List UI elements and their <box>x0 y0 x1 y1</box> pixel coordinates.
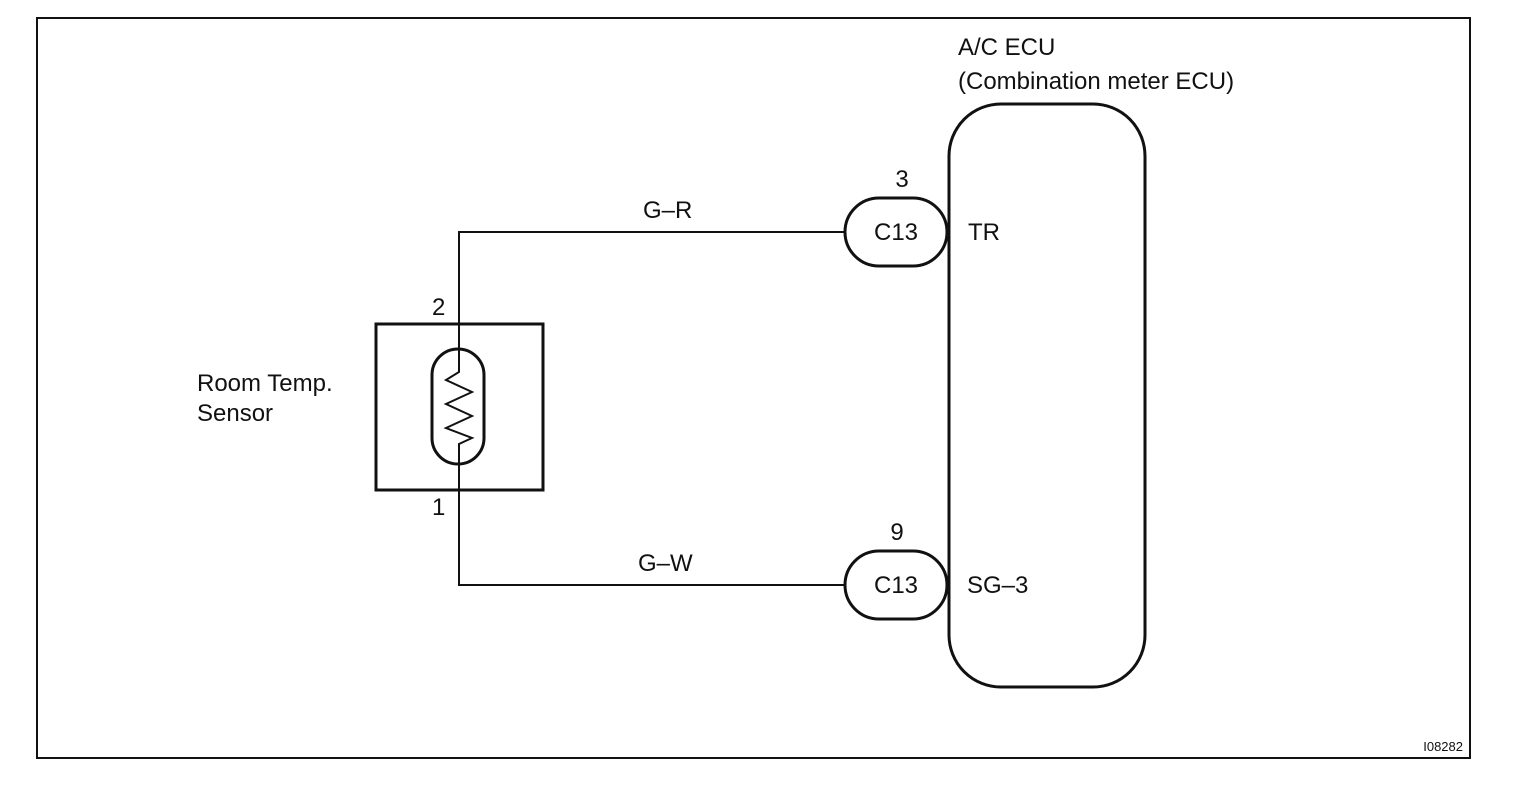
thermistor-zigzag <box>443 349 475 464</box>
sensor-label-line2: Sensor <box>197 400 273 427</box>
wire-g-w <box>458 464 845 586</box>
sensor-label: Room Temp. <box>197 370 333 397</box>
sensor-pin-1: 1 <box>432 494 445 521</box>
sensor-pin-2: 2 <box>432 294 445 321</box>
connector-pin-3: 3 <box>895 166 908 193</box>
connector-c13-bottom <box>843 549 949 621</box>
figure-code: I08282 <box>1423 739 1463 754</box>
wire-color-g-w: G–W <box>638 550 693 577</box>
connector-c13-top <box>843 196 949 268</box>
terminal-sg-3: SG–3 <box>967 572 1028 599</box>
connector-pin-9: 9 <box>890 519 903 546</box>
wire-g-r <box>458 231 845 349</box>
ecu-box <box>947 102 1147 689</box>
connector-c13-top-label: C13 <box>874 219 918 246</box>
terminal-tr: TR <box>968 219 1000 246</box>
diagram-frame <box>36 17 1471 759</box>
wire-color-g-r: G–R <box>643 197 692 224</box>
connector-c13-bottom-label: C13 <box>874 572 918 599</box>
ecu-subtitle: (Combination meter ECU) <box>958 68 1234 95</box>
ecu-title: A/C ECU <box>958 34 1055 61</box>
